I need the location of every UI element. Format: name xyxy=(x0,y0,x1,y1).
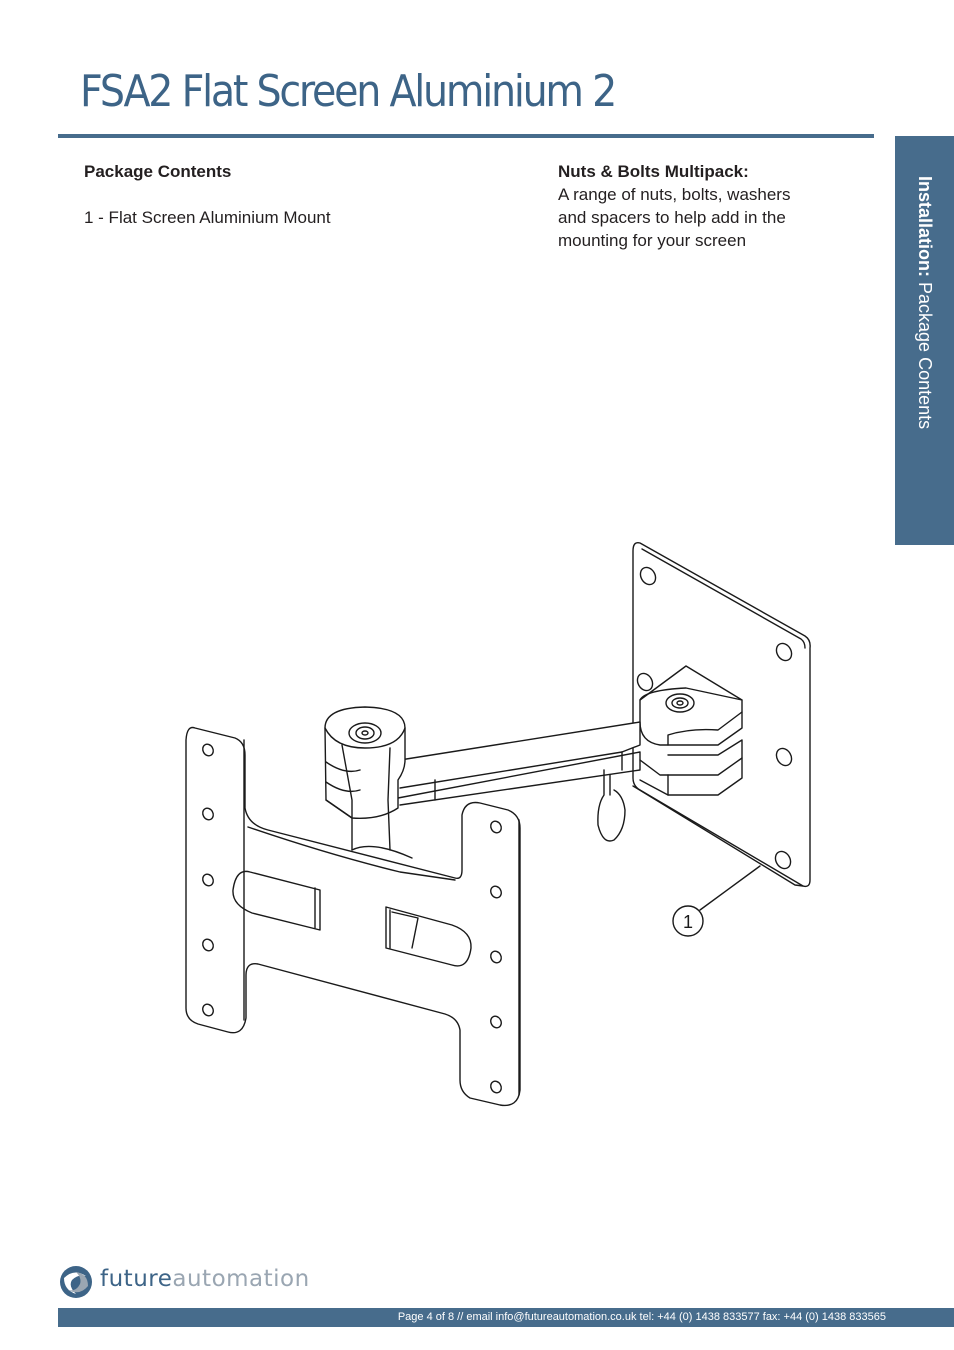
footer-bar: Page 4 of 8 // email info@futureautomati… xyxy=(58,1308,954,1327)
logo-word-future: future xyxy=(100,1266,173,1292)
company-logo: futureautomation xyxy=(58,1262,318,1302)
package-contents-heading: Package Contents xyxy=(84,162,232,181)
callout-circle xyxy=(672,905,704,937)
pivot-column xyxy=(324,706,413,859)
nuts-bolts-heading: Nuts & Bolts Multipack: xyxy=(558,162,749,181)
page-title: FSA2 Flat Screen Aluminium 2 xyxy=(80,66,617,117)
footer-contact-text: Page 4 of 8 // email info@futureautomati… xyxy=(397,1311,886,1323)
wall-plate xyxy=(185,726,521,1107)
section-tab: Installation: Package Contents xyxy=(895,136,954,545)
logo-wordmark: futureautomation xyxy=(100,1266,310,1292)
callout-leader xyxy=(699,865,761,911)
callout-number: 1 xyxy=(683,912,693,932)
package-contents-column: Package Contents 1 - Flat Screen Alumini… xyxy=(84,160,484,229)
title-rule xyxy=(58,134,874,138)
nuts-bolts-line: mounting for your screen xyxy=(558,231,747,250)
logo-word-automation: automation xyxy=(172,1266,310,1292)
nuts-bolts-line: A range of nuts, bolts, washers xyxy=(558,185,791,204)
nuts-bolts-column: Nuts & Bolts Multipack: A range of nuts,… xyxy=(558,160,858,252)
swirl-logo-icon xyxy=(60,1266,92,1298)
spring-clip xyxy=(597,769,626,842)
nuts-bolts-line: and spacers to help add in the xyxy=(558,208,786,227)
package-contents-item: 1 - Flat Screen Aluminium Mount xyxy=(84,208,331,227)
swing-arm xyxy=(397,721,641,806)
